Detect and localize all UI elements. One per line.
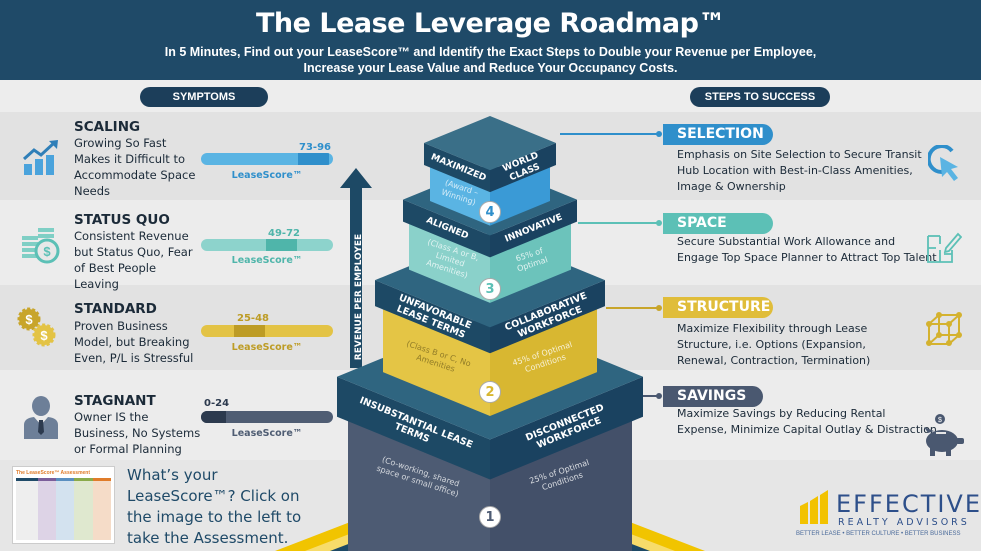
step-savings: SAVINGS: [663, 386, 763, 407]
step-space: SPACE: [663, 213, 773, 234]
header: The Lease Leverage Roadmap™ In 5 Minutes…: [0, 0, 981, 80]
connector-dot: [656, 220, 662, 226]
score-bar: [201, 239, 333, 251]
page-title: The Lease Leverage Roadmap™: [256, 8, 725, 39]
score-bar: [201, 325, 333, 337]
leasescore-label: LeaseScore™: [231, 428, 303, 439]
tier-band-right: [490, 143, 556, 193]
assessment-thumbnail[interactable]: The LeaseScore™ Assessment: [12, 466, 115, 544]
leasescore-label: LeaseScore™: [231, 342, 303, 353]
growth-chart-icon: [22, 140, 58, 175]
symptom-title: STANDARD: [74, 301, 157, 317]
connector-dot: [656, 131, 662, 137]
tier-band-right: [490, 199, 577, 258]
businessman-icon: [24, 396, 58, 439]
symptom-body: Proven Business Model, but Breaking Even…: [74, 319, 194, 365]
connector-line: [560, 133, 660, 135]
tier-body-right: [490, 217, 571, 303]
tier-body-left: [383, 302, 490, 417]
score-range: 49-72: [268, 228, 300, 239]
logo-tagline: BETTER LEASE • BETTER CULTURE • BETTER B…: [796, 531, 961, 537]
tier-top: [424, 116, 556, 171]
coins-dollar-icon: $: [22, 228, 60, 264]
step-selection: SELECTION: [663, 124, 773, 145]
thumbnail-table: [16, 478, 111, 540]
score-range: 25-48: [237, 313, 269, 324]
score-range: 0-24: [204, 398, 230, 409]
dollar-gears-icon: $ $: [17, 307, 56, 347]
score-bar-highlight: [298, 153, 329, 165]
step-body: Emphasis on Site Selection to Secure Tra…: [677, 148, 922, 193]
tier-body-left: [430, 161, 490, 226]
connector-dot: [656, 393, 662, 399]
symptom-body: Consistent Revenue but Status Quo, Fear …: [74, 229, 193, 291]
connector-dot: [656, 305, 662, 311]
score-bar-highlight: [266, 239, 297, 251]
logo-name: EFFECTIVE: [836, 490, 981, 518]
leasescore-label: LeaseScore™: [231, 170, 303, 181]
connector-line: [578, 222, 660, 224]
logo-sub: REALTY ADVISORS: [838, 517, 970, 528]
tier-body-right: [490, 302, 597, 417]
symptom-body: Owner IS the Business, No Systems or For…: [74, 410, 201, 456]
step-body: Maximize Flexibility through Lease Struc…: [677, 322, 871, 367]
tier-band-left: [375, 280, 490, 354]
tier-body-left: [348, 412, 490, 551]
tier-body-left: [409, 217, 490, 303]
connector-line: [643, 395, 660, 397]
svg-text:$: $: [938, 417, 942, 424]
tier-body-right: [490, 161, 550, 226]
tier-number-badge: 3: [479, 277, 501, 300]
score-range: 73-96: [299, 142, 331, 153]
cube-structure-icon: [926, 312, 962, 346]
thumbnail-title: The LeaseScore™ Assessment: [16, 470, 91, 476]
tier-body-right: [490, 412, 632, 551]
tier-band-right: [490, 280, 605, 354]
symptom-body: Growing So Fast Makes it Difficult to Ac…: [74, 136, 196, 198]
connector-line: [606, 307, 660, 309]
cursor-click-icon: [928, 145, 958, 181]
step-body: Maximize Savings by Reducing Rental Expe…: [677, 407, 937, 436]
page-subtitle: In 5 Minutes, Find out your LeaseScore™ …: [164, 45, 817, 75]
tier-number-badge: 2: [479, 381, 501, 404]
score-bar: [201, 411, 333, 423]
leasescore-label: LeaseScore™: [231, 255, 303, 266]
step-structure: STRUCTURE: [663, 297, 773, 318]
symptom-title: STATUS QUO: [74, 212, 170, 228]
piggy-bank-icon: $: [924, 414, 964, 456]
tier-band-right: [490, 376, 643, 480]
symptom-title: STAGNANT: [74, 393, 156, 409]
score-bar-highlight: [234, 325, 265, 337]
symptom-title: SCALING: [74, 119, 141, 135]
step-body: Secure Substantial Work Allowance and En…: [677, 235, 937, 264]
svg-text:$: $: [43, 244, 51, 259]
score-bar-highlight: [201, 411, 226, 423]
tier-band-left: [403, 199, 490, 258]
steps-heading: STEPS TO SUCCESS: [690, 87, 830, 107]
svg-text:$: $: [25, 312, 33, 327]
logo-bars-icon: [800, 490, 828, 524]
revenue-arrow: [340, 168, 372, 368]
company-logo: EFFECTIVE REALTY ADVISORS BETTER LEASE •…: [796, 488, 980, 548]
tier-number-badge: 4: [479, 200, 501, 223]
tier-number-badge: 1: [479, 506, 501, 528]
tier-band-left: [337, 376, 490, 480]
score-bar: [201, 153, 333, 165]
tier-band-left: [424, 143, 490, 193]
symptoms-heading: SYMPTOMS: [140, 87, 268, 107]
svg-text:$: $: [40, 328, 48, 343]
assessment-cta-link[interactable]: What’s your LeaseScore™? Click on the im…: [127, 466, 302, 547]
floorplan-pencil-icon: [927, 232, 962, 263]
